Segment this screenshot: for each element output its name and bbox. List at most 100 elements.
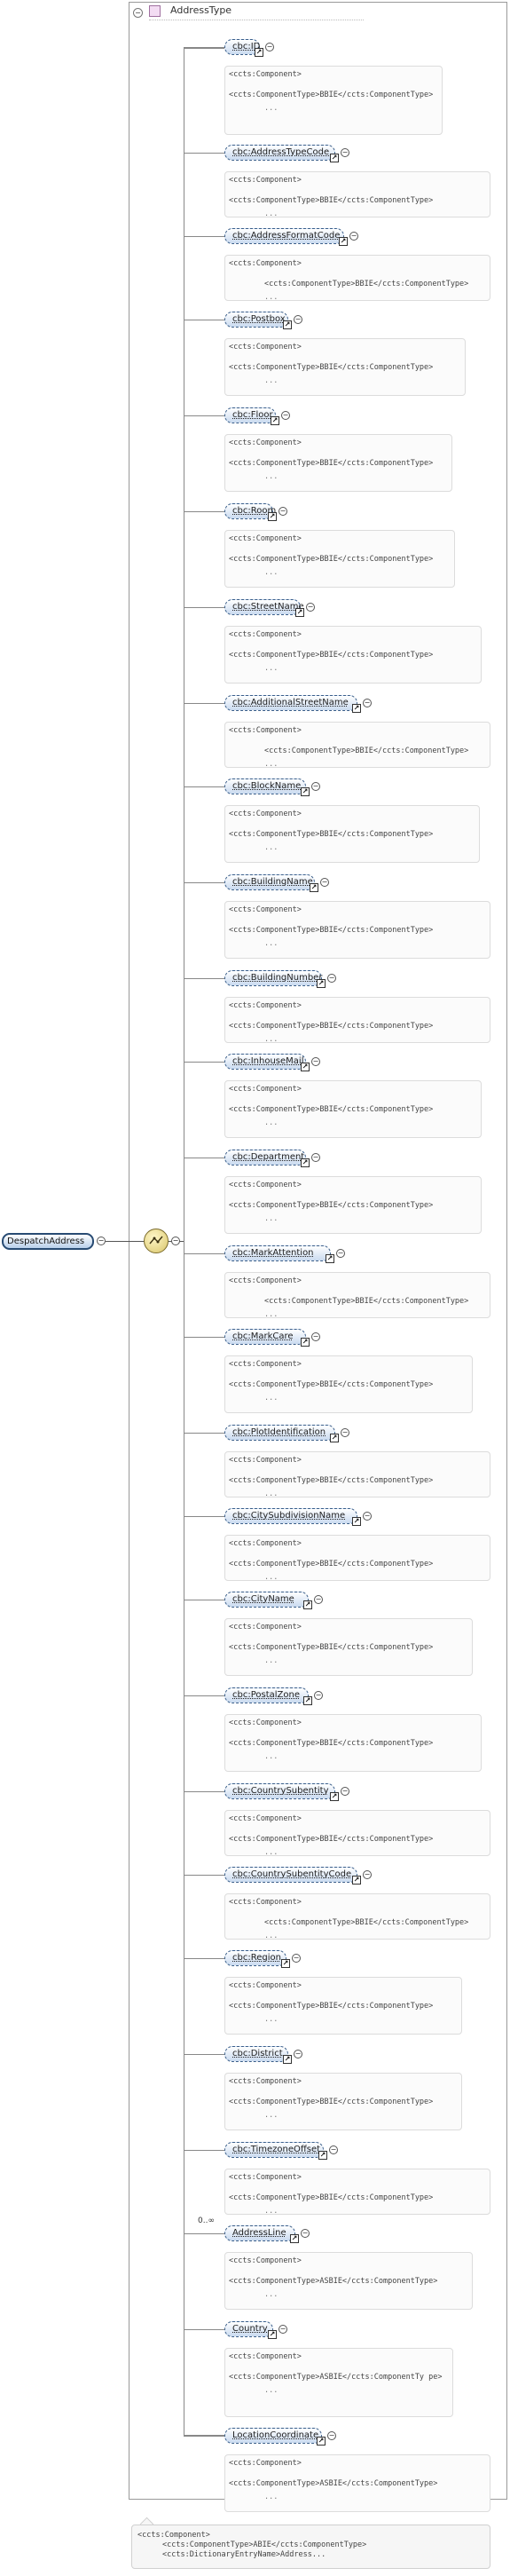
doc-line: <ccts:Component> (229, 1539, 302, 1548)
expander-icon[interactable]: − (363, 1512, 372, 1521)
expander-icon[interactable]: − (341, 1787, 349, 1796)
element-building-number[interactable]: cbc:BuildingNumber (224, 970, 322, 986)
link-arrow-icon[interactable]: ↗ (301, 1158, 310, 1167)
expander-icon[interactable]: − (327, 2431, 336, 2440)
link-arrow-icon[interactable]: ↗ (317, 979, 326, 988)
element-address-line[interactable]: AddressLine (224, 2225, 295, 2241)
root-element-despatch-address[interactable]: DespatchAddress (2, 1233, 94, 1250)
element-timezone-offset[interactable]: cbc:TimezoneOffset (224, 2142, 324, 2158)
expander-icon[interactable]: − (320, 878, 329, 887)
element-room[interactable]: cbc:Room (224, 503, 276, 519)
link-arrow-icon[interactable]: ↗ (283, 2055, 292, 2064)
expander-icon[interactable]: − (294, 315, 302, 324)
link-arrow-icon[interactable]: ↗ (295, 608, 304, 617)
element-additional-street-name[interactable]: cbc:AdditionalStreetName (224, 695, 357, 711)
link-arrow-icon[interactable]: ↗ (318, 2151, 327, 2160)
expander-icon[interactable]: − (294, 2050, 302, 2058)
link-arrow-icon[interactable]: ↗ (255, 48, 263, 57)
doc-line: <ccts:ComponentType>BBIE</ccts:Component… (229, 926, 434, 935)
expander-icon[interactable]: − (314, 1595, 323, 1604)
element-location-coordinate[interactable]: LocationCoordinate (224, 2428, 322, 2444)
link-arrow-icon[interactable]: ↗ (290, 2234, 299, 2243)
expander-icon[interactable]: − (363, 1870, 372, 1879)
link-arrow-icon[interactable]: ↗ (339, 237, 348, 246)
element-country-subentity[interactable]: cbc:CountrySubentity (224, 1783, 335, 1799)
link-arrow-icon[interactable]: ↗ (330, 154, 339, 162)
doc-ellipsis: ... (264, 1489, 279, 1498)
link-arrow-icon[interactable]: ↗ (352, 704, 361, 713)
expander-icon[interactable]: − (301, 2229, 310, 2238)
element-department[interactable]: cbc:Department (224, 1150, 306, 1166)
expander-icon[interactable]: − (329, 2145, 338, 2154)
root-expander-icon[interactable]: − (97, 1237, 106, 1245)
expander-icon[interactable]: − (314, 1691, 323, 1700)
element-postbox[interactable]: cbc:Postbox (224, 312, 288, 328)
link-arrow-icon[interactable]: ↗ (303, 1696, 312, 1705)
expander-icon[interactable]: − (311, 1153, 320, 1162)
element-district[interactable]: cbc:District (224, 2046, 288, 2062)
expander-icon[interactable]: − (327, 974, 336, 983)
element-block-name[interactable]: cbc:BlockName (224, 778, 306, 794)
link-arrow-icon[interactable]: ↗ (352, 1517, 361, 1526)
doc-ellipsis: ... (264, 293, 279, 302)
link-arrow-icon[interactable]: ↗ (268, 2330, 277, 2339)
connector-address-format-code (184, 236, 224, 237)
link-arrow-icon[interactable]: ↗ (268, 512, 277, 521)
expander-icon[interactable]: − (265, 43, 274, 51)
link-arrow-icon[interactable]: ↗ (330, 1792, 339, 1801)
element-mark-care[interactable]: cbc:MarkCare (224, 1329, 306, 1345)
expander-icon[interactable]: − (311, 782, 320, 791)
sequence-compositor-icon[interactable] (144, 1229, 169, 1253)
expander-icon[interactable]: − (292, 1954, 301, 1963)
expander-icon[interactable]: − (279, 507, 287, 516)
element-city-name[interactable]: cbc:CityName (224, 1592, 309, 1608)
link-arrow-icon[interactable]: ↗ (301, 1063, 310, 1071)
expander-icon[interactable]: − (306, 603, 315, 612)
expander-icon[interactable]: − (311, 1057, 320, 1066)
element-mark-attention[interactable]: cbc:MarkAttention (224, 1245, 331, 1261)
element-region[interactable]: cbc:Region (224, 1950, 286, 1966)
link-arrow-icon[interactable]: ↗ (352, 1876, 361, 1885)
doc-line: <ccts:ComponentType>BBIE</ccts:Component… (229, 1643, 434, 1652)
expander-icon[interactable]: − (349, 232, 358, 241)
connector-street-name (184, 607, 224, 608)
element-address-type-code[interactable]: cbc:AddressTypeCode (224, 145, 335, 161)
element-building-name[interactable]: cbc:BuildingName (224, 874, 315, 890)
expander-icon[interactable]: − (336, 1249, 345, 1258)
expander-icon[interactable]: − (363, 699, 372, 707)
doc-line: <ccts:Component> (229, 726, 302, 735)
collapse-icon[interactable]: − (133, 8, 143, 18)
element-floor[interactable]: cbc:Floor (224, 407, 276, 423)
element-inhouse-mail[interactable]: cbc:InhouseMail (224, 1054, 306, 1070)
expander-icon[interactable]: − (279, 2325, 287, 2334)
link-arrow-icon[interactable]: ↗ (326, 1254, 334, 1263)
element-country[interactable]: Country (224, 2321, 273, 2337)
link-arrow-icon[interactable]: ↗ (303, 1600, 312, 1609)
link-arrow-icon[interactable]: ↗ (281, 1959, 290, 1968)
link-arrow-icon[interactable]: ↗ (317, 2437, 326, 2446)
expander-icon[interactable]: − (341, 148, 349, 157)
link-arrow-icon[interactable]: ↗ (301, 1338, 310, 1347)
doc-ellipsis: ... (264, 760, 279, 769)
element-country-subentity-code[interactable]: cbc:CountrySubentityCode (224, 1867, 357, 1883)
element-city-subdivision-name[interactable]: cbc:CitySubdivisionName (224, 1508, 357, 1524)
expander-icon[interactable]: − (341, 1428, 349, 1437)
doc-ellipsis: ... (264, 2290, 279, 2299)
link-arrow-icon[interactable]: ↗ (330, 1434, 339, 1442)
link-arrow-icon[interactable]: ↗ (301, 787, 310, 796)
element-street-name[interactable]: cbc:StreetName (224, 599, 304, 615)
link-arrow-icon[interactable]: ↗ (271, 416, 279, 425)
sequence-expander-icon[interactable]: − (171, 1237, 180, 1245)
connector-room (184, 511, 224, 512)
doc-line: <ccts:Component> (229, 2352, 302, 2361)
element-id[interactable]: cbc:ID (224, 39, 260, 55)
doc-line: <ccts:Component> (229, 905, 302, 914)
link-arrow-icon[interactable]: ↗ (283, 320, 292, 329)
element-postal-zone[interactable]: cbc:PostalZone (224, 1687, 309, 1703)
expander-icon[interactable]: − (311, 1332, 320, 1341)
element-plot-identification[interactable]: cbc:PlotIdentification (224, 1425, 335, 1441)
link-arrow-icon[interactable]: ↗ (310, 883, 318, 892)
element-address-format-code[interactable]: cbc:AddressFormatCode (224, 228, 344, 244)
expander-icon[interactable]: − (281, 411, 290, 420)
documentation-box: <ccts:Component><ccts:ComponentType>BBIE… (224, 1080, 482, 1138)
